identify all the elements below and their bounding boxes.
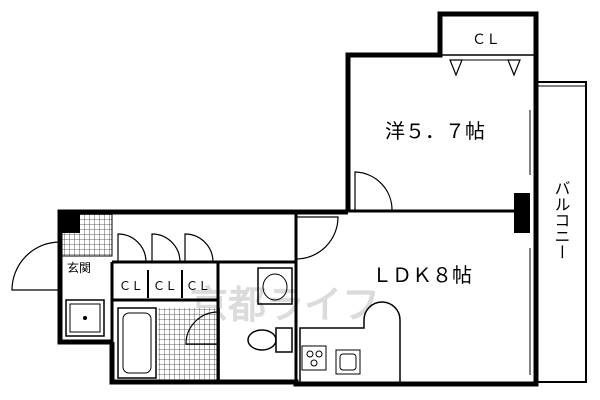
bathtub [117,307,157,379]
balcony-post [514,193,530,233]
balcony-outline [535,81,587,383]
kitchen-sink [335,349,361,375]
closet-3-label: ＣＬ [186,279,210,293]
watermark-text: 京都ライフ [190,283,380,327]
washer [65,299,105,337]
closet-1-label: ＣＬ [119,279,143,293]
door-swings [11,171,393,345]
closet-top-door-right[interactable] [507,59,521,77]
interior-walls [110,209,520,384]
entrance-label: 玄関 [67,260,91,275]
western-room-label: 洋５．７帖 [385,119,485,143]
closet-top-label: ＣＬ [472,32,500,48]
balcony-label: バルコニー [552,180,571,260]
exterior-walls [57,11,539,387]
closet-partitions [147,270,183,298]
toilet [247,327,293,353]
kitchen-counter [299,301,401,382]
washbasin [257,267,293,305]
entrance-dark-corner [58,211,80,233]
ldk-label: ＬＤＫ８帖 [372,263,472,287]
stove [301,345,327,371]
bathroom-tile-floor [158,308,220,382]
closet-2-label: ＣＬ [153,279,177,293]
closet-top-door-left[interactable] [449,59,463,77]
